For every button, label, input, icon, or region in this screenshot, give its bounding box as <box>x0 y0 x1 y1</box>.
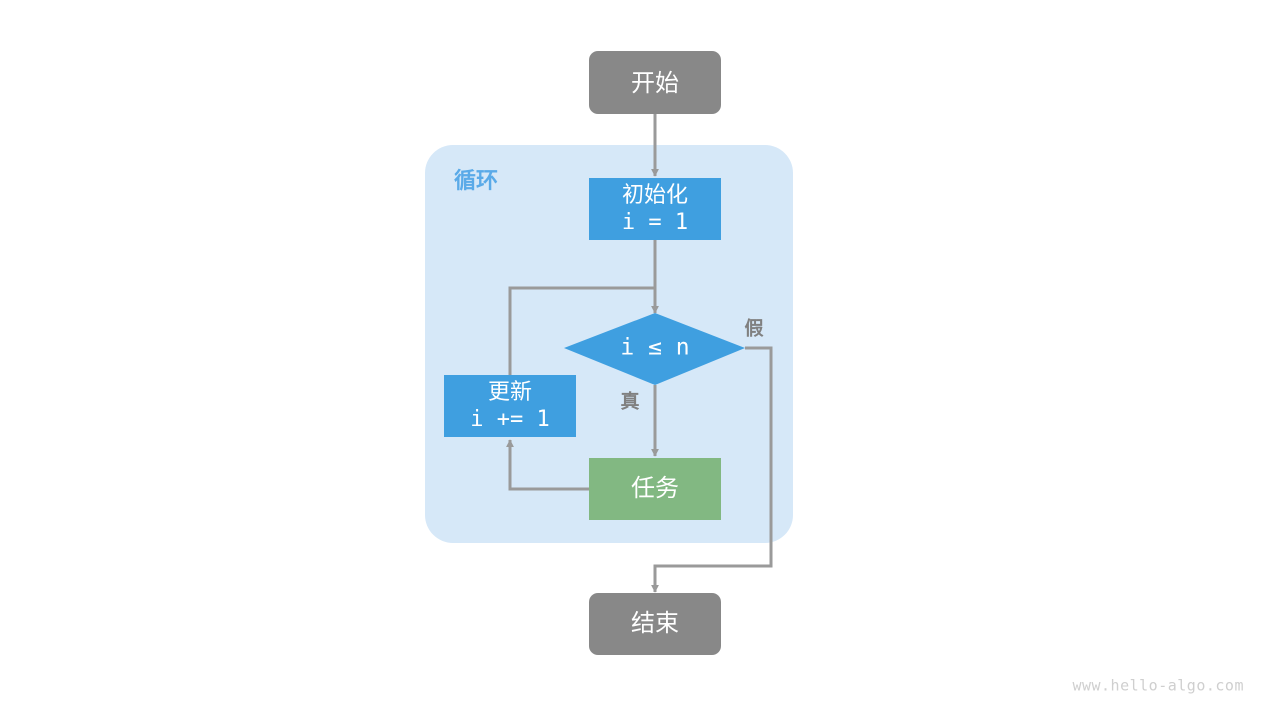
edge-label-false: 假 <box>744 317 763 340</box>
node-task-label: 任务 <box>631 474 679 502</box>
node-init-label-line2: i = 1 <box>622 210 688 235</box>
edge-label-true: 真 <box>620 390 639 413</box>
node-update-label-line2: i += 1 <box>470 407 549 432</box>
node-update[interactable] <box>444 375 576 437</box>
node-end[interactable] <box>589 593 721 655</box>
node-end-label: 结束 <box>631 609 679 637</box>
node-update-label-line1: 更新 <box>488 380 532 405</box>
node-init-label-line1: 初始化 <box>622 183 688 208</box>
node-task[interactable] <box>589 458 721 520</box>
node-start-label: 开始 <box>631 69 679 97</box>
watermark-label: www.hello-algo.com <box>1072 677 1244 695</box>
edge-task-to-update <box>506 439 589 491</box>
edge-condition-to-end <box>651 346 773 593</box>
node-start[interactable] <box>589 51 721 114</box>
loop-group-label: 循环 <box>454 168 498 194</box>
edge-update-to-condition <box>508 286 655 375</box>
node-condition-label: i ≤ n <box>620 335 689 361</box>
node-init[interactable] <box>589 178 721 240</box>
node-condition[interactable] <box>564 313 745 385</box>
